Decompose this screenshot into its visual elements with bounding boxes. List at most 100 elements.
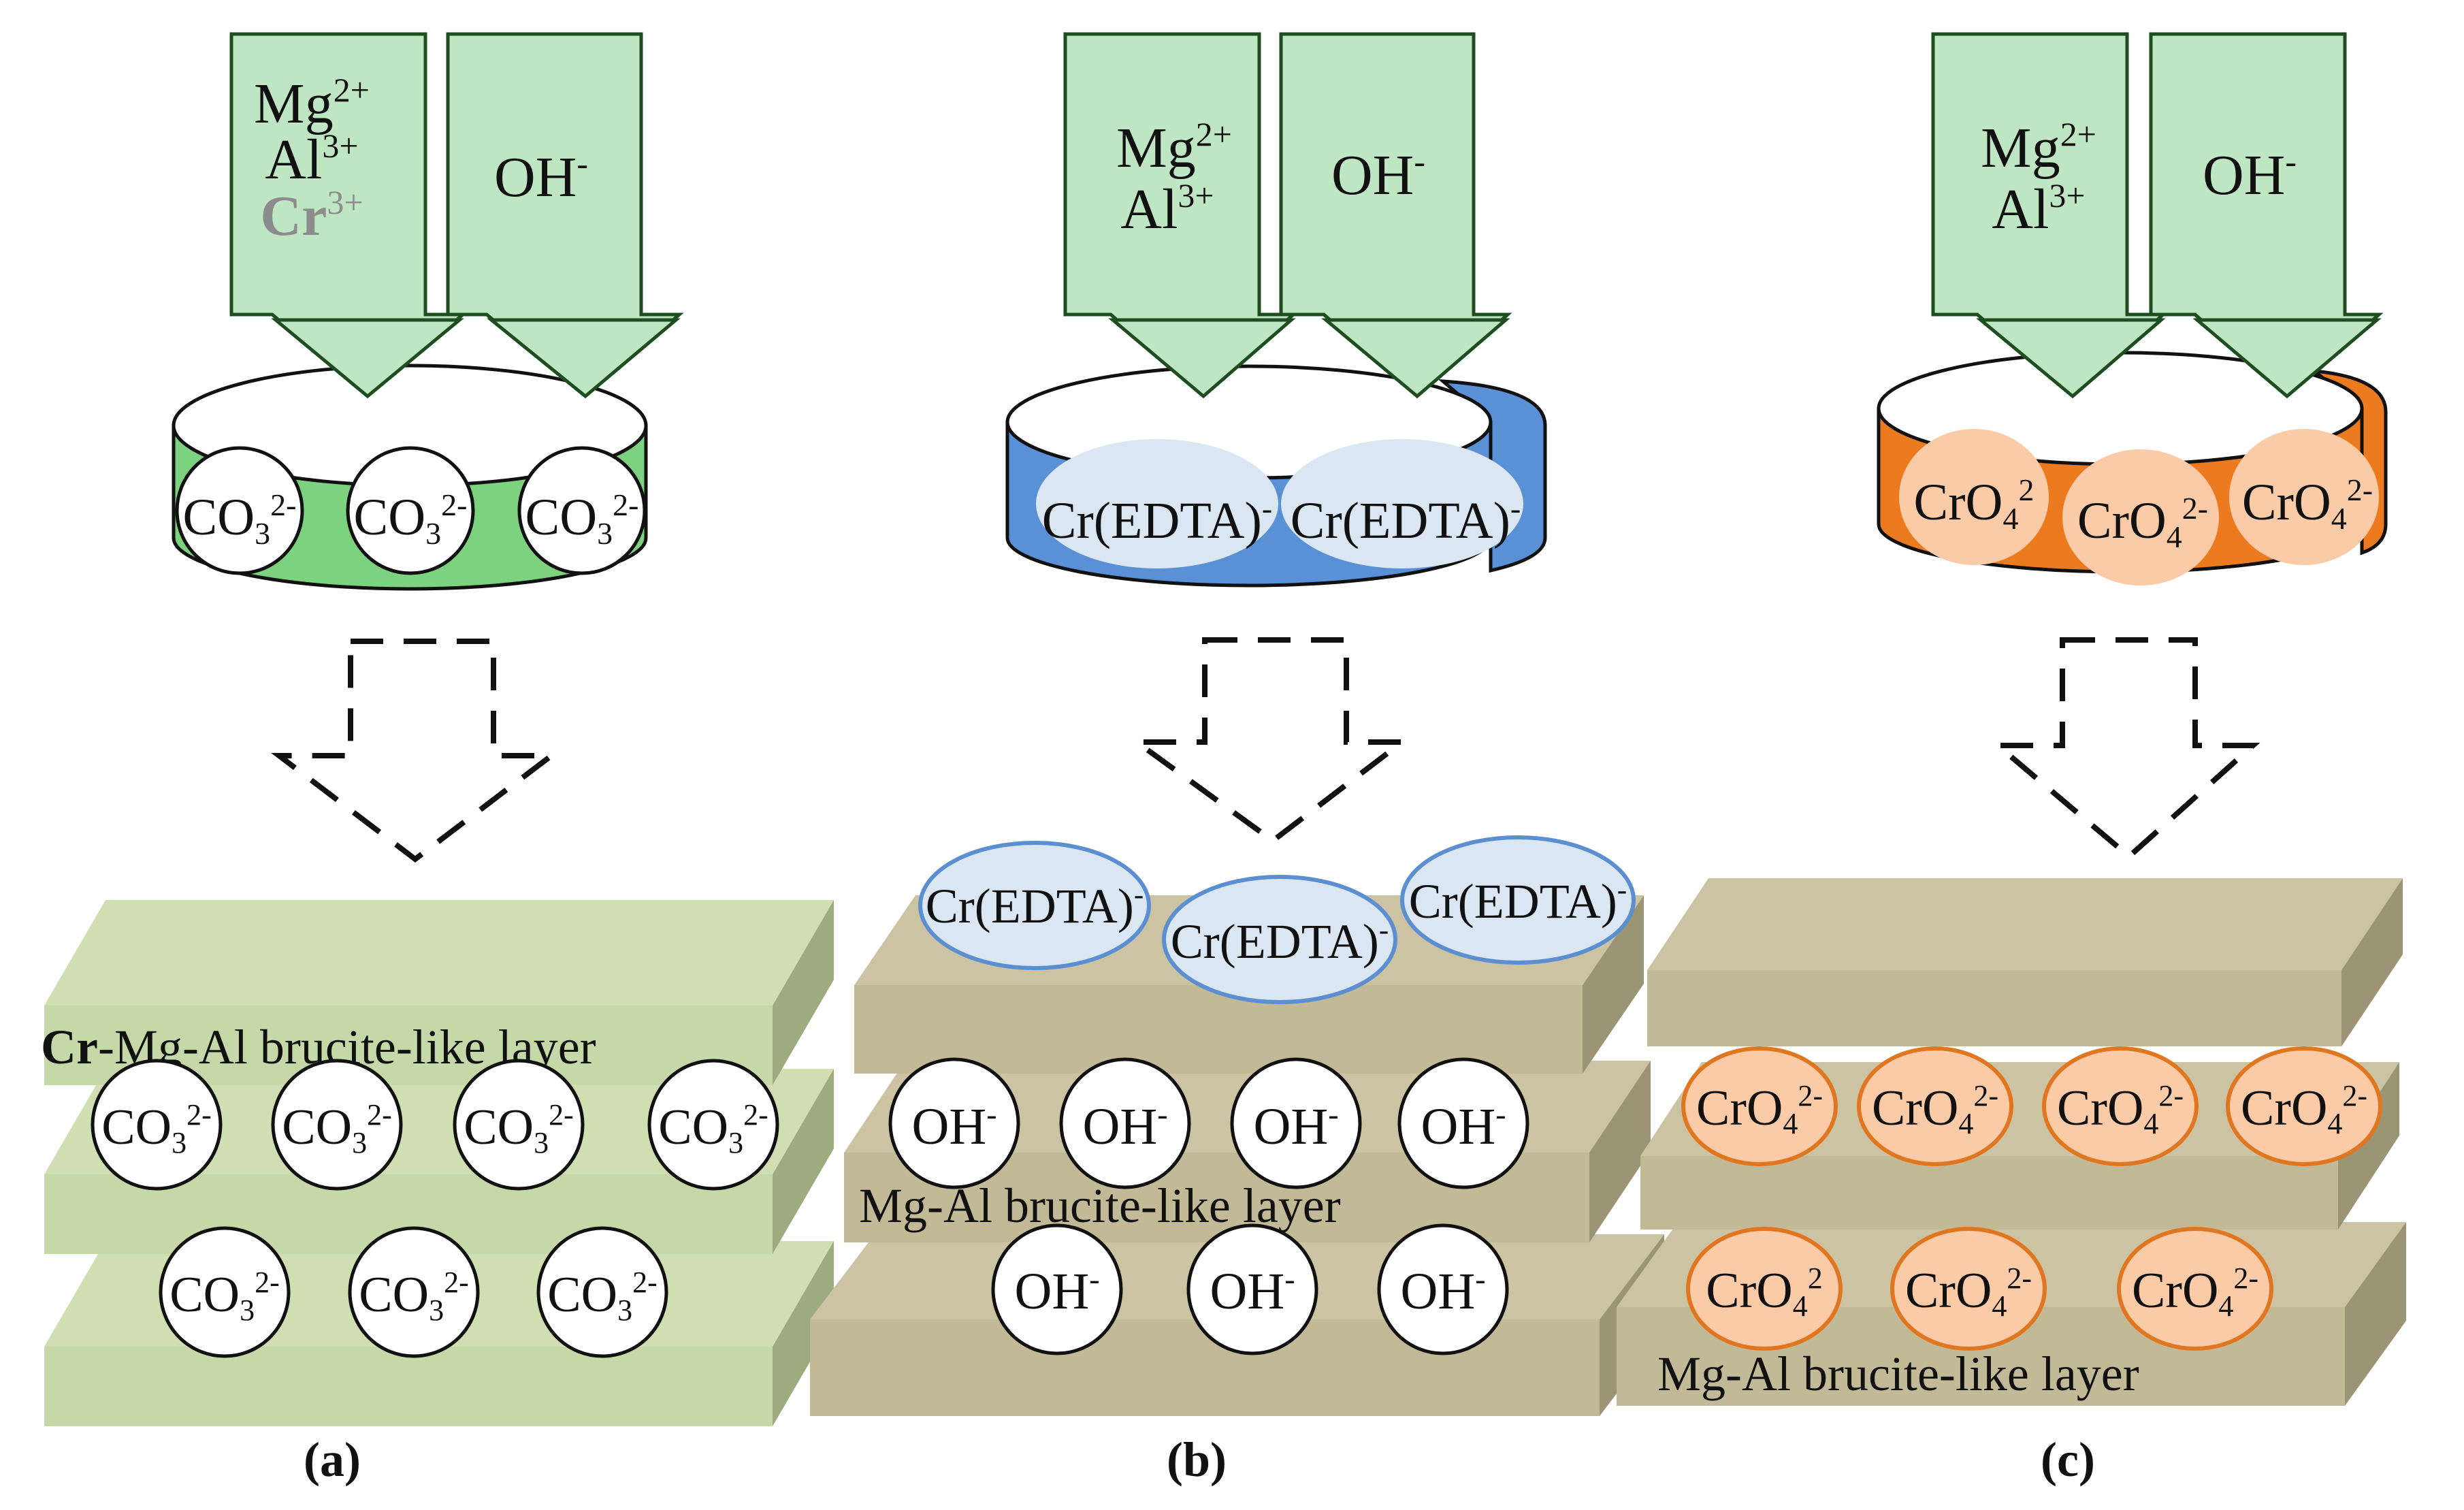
slab-top xyxy=(44,900,834,1006)
beaker-ion: CrO42 xyxy=(1914,472,2035,536)
interlayer-ion-circle xyxy=(271,1059,403,1191)
cr-edta-ion-ellipse xyxy=(1400,835,1636,965)
feed-ion: Mg2+ xyxy=(1981,115,2096,180)
panel-label: (a) xyxy=(304,1432,361,1487)
interlayer-ion: CO32- xyxy=(658,1098,768,1159)
feed-arrow-tip xyxy=(486,318,681,399)
carbonate-ion-circle xyxy=(346,446,475,575)
transformation-arrow xyxy=(1128,637,1410,844)
interlayer-ion: CrO42- xyxy=(1872,1079,1998,1140)
panel-label: (c) xyxy=(2041,1432,2095,1487)
beaker-a: CO32- CO32- CO32- xyxy=(172,318,681,591)
interlayer-ion: CrO42- xyxy=(2132,1262,2258,1323)
feed-ion: OH- xyxy=(2203,142,2297,207)
interlayer-ion-circle xyxy=(1186,1223,1318,1355)
slab-side xyxy=(773,1241,834,1426)
slab-front xyxy=(1647,970,2341,1046)
carbonate-ion-circle xyxy=(175,446,304,575)
interlayer-ion: CrO42- xyxy=(1696,1079,1823,1140)
layer-stack-a: Cr-Mg-Al brucite-like layer CO32- CO32- … xyxy=(41,900,834,1426)
interlayer-ion: OH- xyxy=(1400,1262,1485,1320)
interlayer-ion: OH- xyxy=(1421,1097,1506,1155)
interlayer-ion-circle xyxy=(159,1226,291,1358)
panel-c: Mg2+ Al3+ OH- CrO42 CrO42- CrO42- xyxy=(1617,32,2406,1487)
feed-ion: Mg2+ xyxy=(254,71,370,135)
chromate-ion-ellipse xyxy=(1899,429,2049,565)
surface-ion: Cr(EDTA)- xyxy=(1171,914,1389,969)
chromate-ion-ellipse xyxy=(1857,1046,2013,1166)
slab-side xyxy=(1583,895,1644,1074)
interlayer-ion-circle xyxy=(1397,1057,1529,1189)
feed-ion: Mg2+ xyxy=(1116,115,1232,180)
surface-ion: Cr(EDTA)- xyxy=(1409,874,1627,929)
interlayer-ion: OH- xyxy=(911,1097,996,1155)
interlayer-ion: CO32- xyxy=(169,1266,279,1327)
interlayer-ion-circle xyxy=(1377,1223,1509,1355)
layer-stack-b: Cr(EDTA)- Cr(EDTA)- Cr(EDTA)- OH- OH- OH… xyxy=(810,835,1664,1416)
chromate-ion-ellipse xyxy=(2229,429,2379,565)
interlayer-ion-circle xyxy=(536,1226,668,1358)
beaker-ion: Cr(EDTA)- xyxy=(1291,491,1521,549)
feed-ion: OH- xyxy=(494,144,588,209)
slab-front xyxy=(1640,1156,2338,1230)
slab-side xyxy=(1589,1061,1651,1242)
interlayer-ion: OH- xyxy=(1210,1262,1295,1320)
interlayer-ion: CO32- xyxy=(101,1098,211,1159)
panel-b: Mg2+ Al3+ OH- Cr(EDTA)- Cr(EDTA)- xyxy=(810,32,1664,1487)
interlayer-ion-circle xyxy=(1230,1057,1362,1189)
feed-ion: Al3+ xyxy=(1992,176,2085,241)
beaker-b: Cr(EDTA)- Cr(EDTA)- xyxy=(1005,318,1547,588)
interlayer-ion: CrO42- xyxy=(2057,1079,2184,1140)
beaker-ion: Cr(EDTA)- xyxy=(1042,491,1272,549)
interlayer-ion: OH- xyxy=(1253,1097,1338,1155)
feed-arrow-tip xyxy=(271,318,464,399)
feed-arrow-tip xyxy=(1321,318,1510,399)
slab-side xyxy=(773,900,834,1085)
interlayer-ion: OH- xyxy=(1014,1262,1099,1320)
slab-top xyxy=(44,1069,834,1174)
slab-side xyxy=(773,1069,834,1254)
interlayer-ion: CO32- xyxy=(464,1098,573,1159)
interlayer-ion-circle xyxy=(991,1223,1123,1355)
cr-edta-ion-ellipse xyxy=(1036,439,1278,568)
interlayer-ion: CO32- xyxy=(282,1098,391,1159)
transformation-arrow xyxy=(271,639,560,863)
chromate-ion-ellipse xyxy=(1681,1046,1838,1166)
feed-ion: OH- xyxy=(1331,142,1425,207)
interlayer-ion: CO32- xyxy=(547,1266,657,1327)
slab-side xyxy=(2345,1222,2406,1406)
panel-label: (b) xyxy=(1167,1432,1227,1487)
surface-ion: Cr(EDTA)- xyxy=(926,879,1144,933)
interlayer-ion: CO32- xyxy=(359,1266,468,1327)
slab-side xyxy=(2341,878,2403,1046)
interlayer-ion-circle xyxy=(91,1059,223,1191)
interlayer-ion: CrO42- xyxy=(2241,1079,2367,1140)
slab-side xyxy=(2338,1062,2399,1230)
interlayer-ion: OH- xyxy=(1082,1097,1167,1155)
feed-ion: Al3+ xyxy=(1120,176,1214,241)
feed-ion: Cr3+ xyxy=(260,183,363,248)
beaker-ion: CO32- xyxy=(525,487,639,551)
layer-label: Mg-Al brucite-like layer xyxy=(859,1178,1341,1233)
transformation-arrow xyxy=(1990,637,2260,861)
beaker-ion: CO32- xyxy=(183,487,297,551)
feed-arrow-tip xyxy=(1108,318,1296,399)
layer-stack-c: CrO42- CrO42- CrO42- CrO42- CrO42 CrO42-… xyxy=(1617,878,2406,1406)
interlayer-ion-circle xyxy=(647,1059,779,1191)
chromate-ion-ellipse xyxy=(2226,1046,2382,1166)
beaker-ion: CO32- xyxy=(354,487,468,551)
cr-edta-ion-ellipse xyxy=(1162,875,1397,1004)
feed-arrow-tip xyxy=(1976,318,2166,399)
feed-ion: Al3+ xyxy=(265,127,358,191)
chromate-ion-ellipse xyxy=(1890,1227,2047,1351)
cr-edta-ion-ellipse xyxy=(1281,439,1523,568)
interlayer-ion: CrO42 xyxy=(1706,1262,1822,1323)
cr-edta-ion-ellipse xyxy=(918,841,1151,970)
chromate-ion-ellipse xyxy=(2062,449,2219,585)
slab-front xyxy=(44,1347,773,1426)
interlayer-ion-circle xyxy=(1059,1057,1191,1189)
beaker-ion: CrO42- xyxy=(2077,491,2208,554)
beaker-ion: CrO42- xyxy=(2242,472,2373,536)
slab-top xyxy=(1647,878,2403,970)
